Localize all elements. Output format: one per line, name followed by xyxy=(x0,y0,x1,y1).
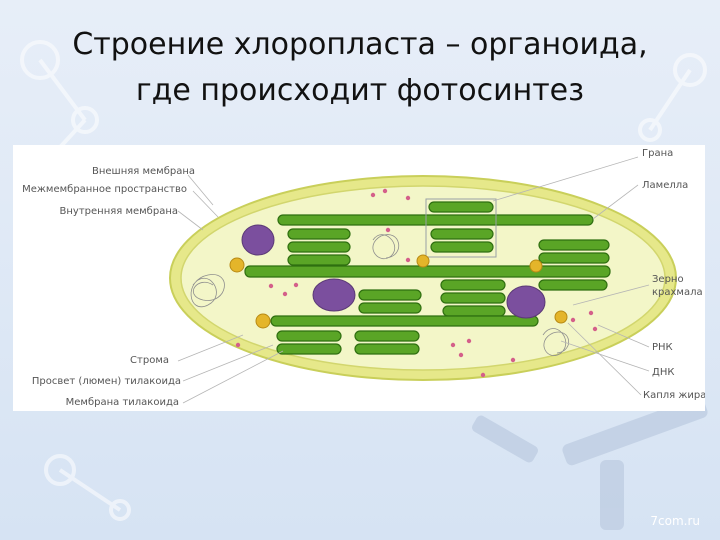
lipid-droplets xyxy=(229,254,568,329)
inner-membrane xyxy=(180,185,666,371)
label-rna: РНК xyxy=(652,342,673,353)
label-lipid-droplet: Капля жира xyxy=(643,390,705,401)
label-outer-membrane: Внешняя мембрана xyxy=(92,166,195,177)
label-thylakoid-membrane: Мембрана тилакоида xyxy=(66,397,179,408)
label-stroma: Строма xyxy=(130,355,169,366)
rna-dots xyxy=(235,188,598,378)
label-lumen: Просвет (люмен) тилакоида xyxy=(32,376,181,387)
thylakoids xyxy=(244,201,611,355)
starch-grains xyxy=(241,224,546,319)
slide-title: Строение хлоропласта – органоида, где пр… xyxy=(0,22,720,114)
dna-loops xyxy=(190,234,569,356)
label-dna: ДНК xyxy=(652,367,674,378)
title-line-1: Строение хлоропласта – органоида, xyxy=(72,27,648,62)
label-grana: Грана xyxy=(642,148,673,159)
chloroplast-figure: Внешняя мембрана Межмембранное пространс… xyxy=(13,145,705,411)
grana-highlight-box xyxy=(425,198,497,258)
label-intermembrane-space: Межмембранное пространство xyxy=(22,184,187,195)
label-inner-membrane: Внутренняя мембрана xyxy=(60,206,178,217)
leader-lines xyxy=(177,156,650,404)
label-starch-line2: крахмала xyxy=(652,287,703,298)
label-lamella: Ламелла xyxy=(642,180,688,191)
title-line-2: где происходит фотосинтез xyxy=(135,73,585,108)
label-starch-line1: Зерно xyxy=(652,274,684,285)
chloroplast-diagram: Внешняя мембрана Межмембранное пространс… xyxy=(22,148,705,408)
watermark: 7com.ru xyxy=(650,514,700,528)
